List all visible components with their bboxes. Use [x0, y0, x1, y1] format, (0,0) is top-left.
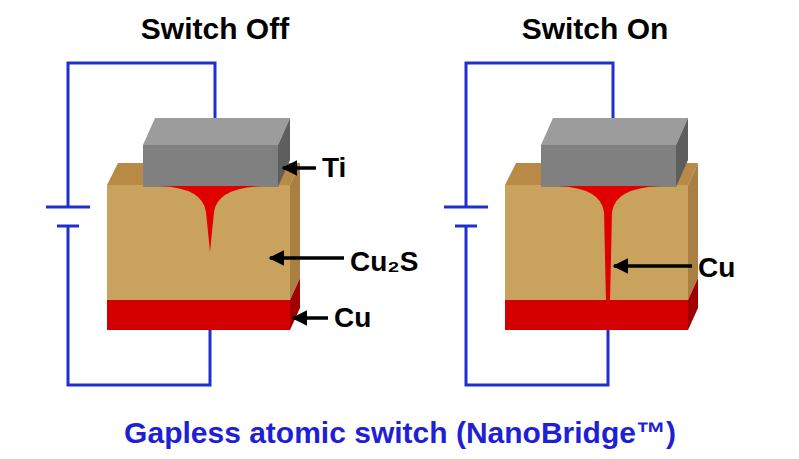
ti-electrode [143, 145, 278, 187]
leader-arrow [270, 168, 692, 318]
cu2s-side [688, 163, 698, 300]
cu2s-layer [505, 185, 688, 300]
part-name: Ti [322, 153, 346, 184]
cu-side [688, 278, 698, 330]
part-name: Cu [334, 303, 371, 334]
cu-layer [107, 300, 290, 330]
ti-top [143, 118, 290, 145]
ti-side [676, 118, 688, 187]
switch-on-device [444, 63, 698, 385]
ti-side [278, 118, 290, 187]
ti-top [541, 118, 688, 145]
switch-off-device [46, 63, 300, 385]
cu2s-layer [107, 185, 290, 300]
cu2s-side [290, 163, 300, 300]
switch-state-title: Switch On [522, 12, 669, 45]
ti-electrode [541, 145, 676, 187]
part-name: Cu [698, 253, 735, 284]
cu-layer [505, 300, 688, 330]
cu-filament [558, 186, 660, 302]
part-name: Cu₂S [350, 247, 418, 278]
switch-state-title: Switch Off [141, 12, 289, 45]
cu-filament [160, 186, 262, 252]
cu-side [290, 278, 300, 330]
caption: Gapless atomic switch (NanoBridge™) [124, 416, 676, 449]
